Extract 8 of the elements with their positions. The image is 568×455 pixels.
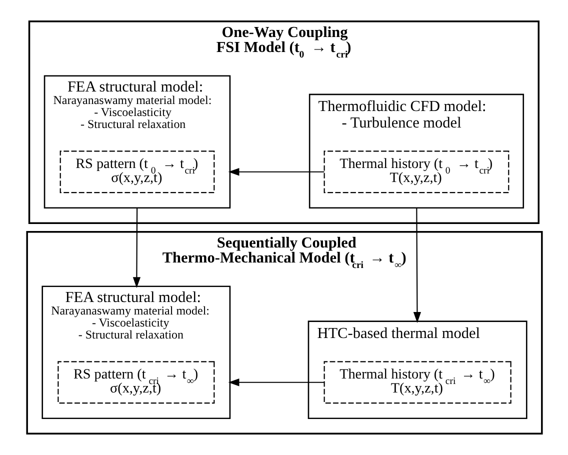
node-box: Thermal history (t$_{0}$ → t$_{cri}$) T(x,y,z,t) <box>323 150 509 194</box>
node-box: RS pattern (t$_{cri}$ → t$_{∞}$) σ(x,y,z,t) <box>57 361 214 404</box>
node-box: RS pattern (t$_{0}$ → t$_{cri}$) σ(x,y,z,t) <box>59 150 214 194</box>
arrow <box>228 168 324 176</box>
arrow <box>412 208 421 323</box>
node-box: Thermal history (t$_{cri}$ → t$_{∞}$) T(x,y,z,t) <box>323 361 511 404</box>
arrow <box>228 378 324 386</box>
arrow <box>132 208 140 288</box>
